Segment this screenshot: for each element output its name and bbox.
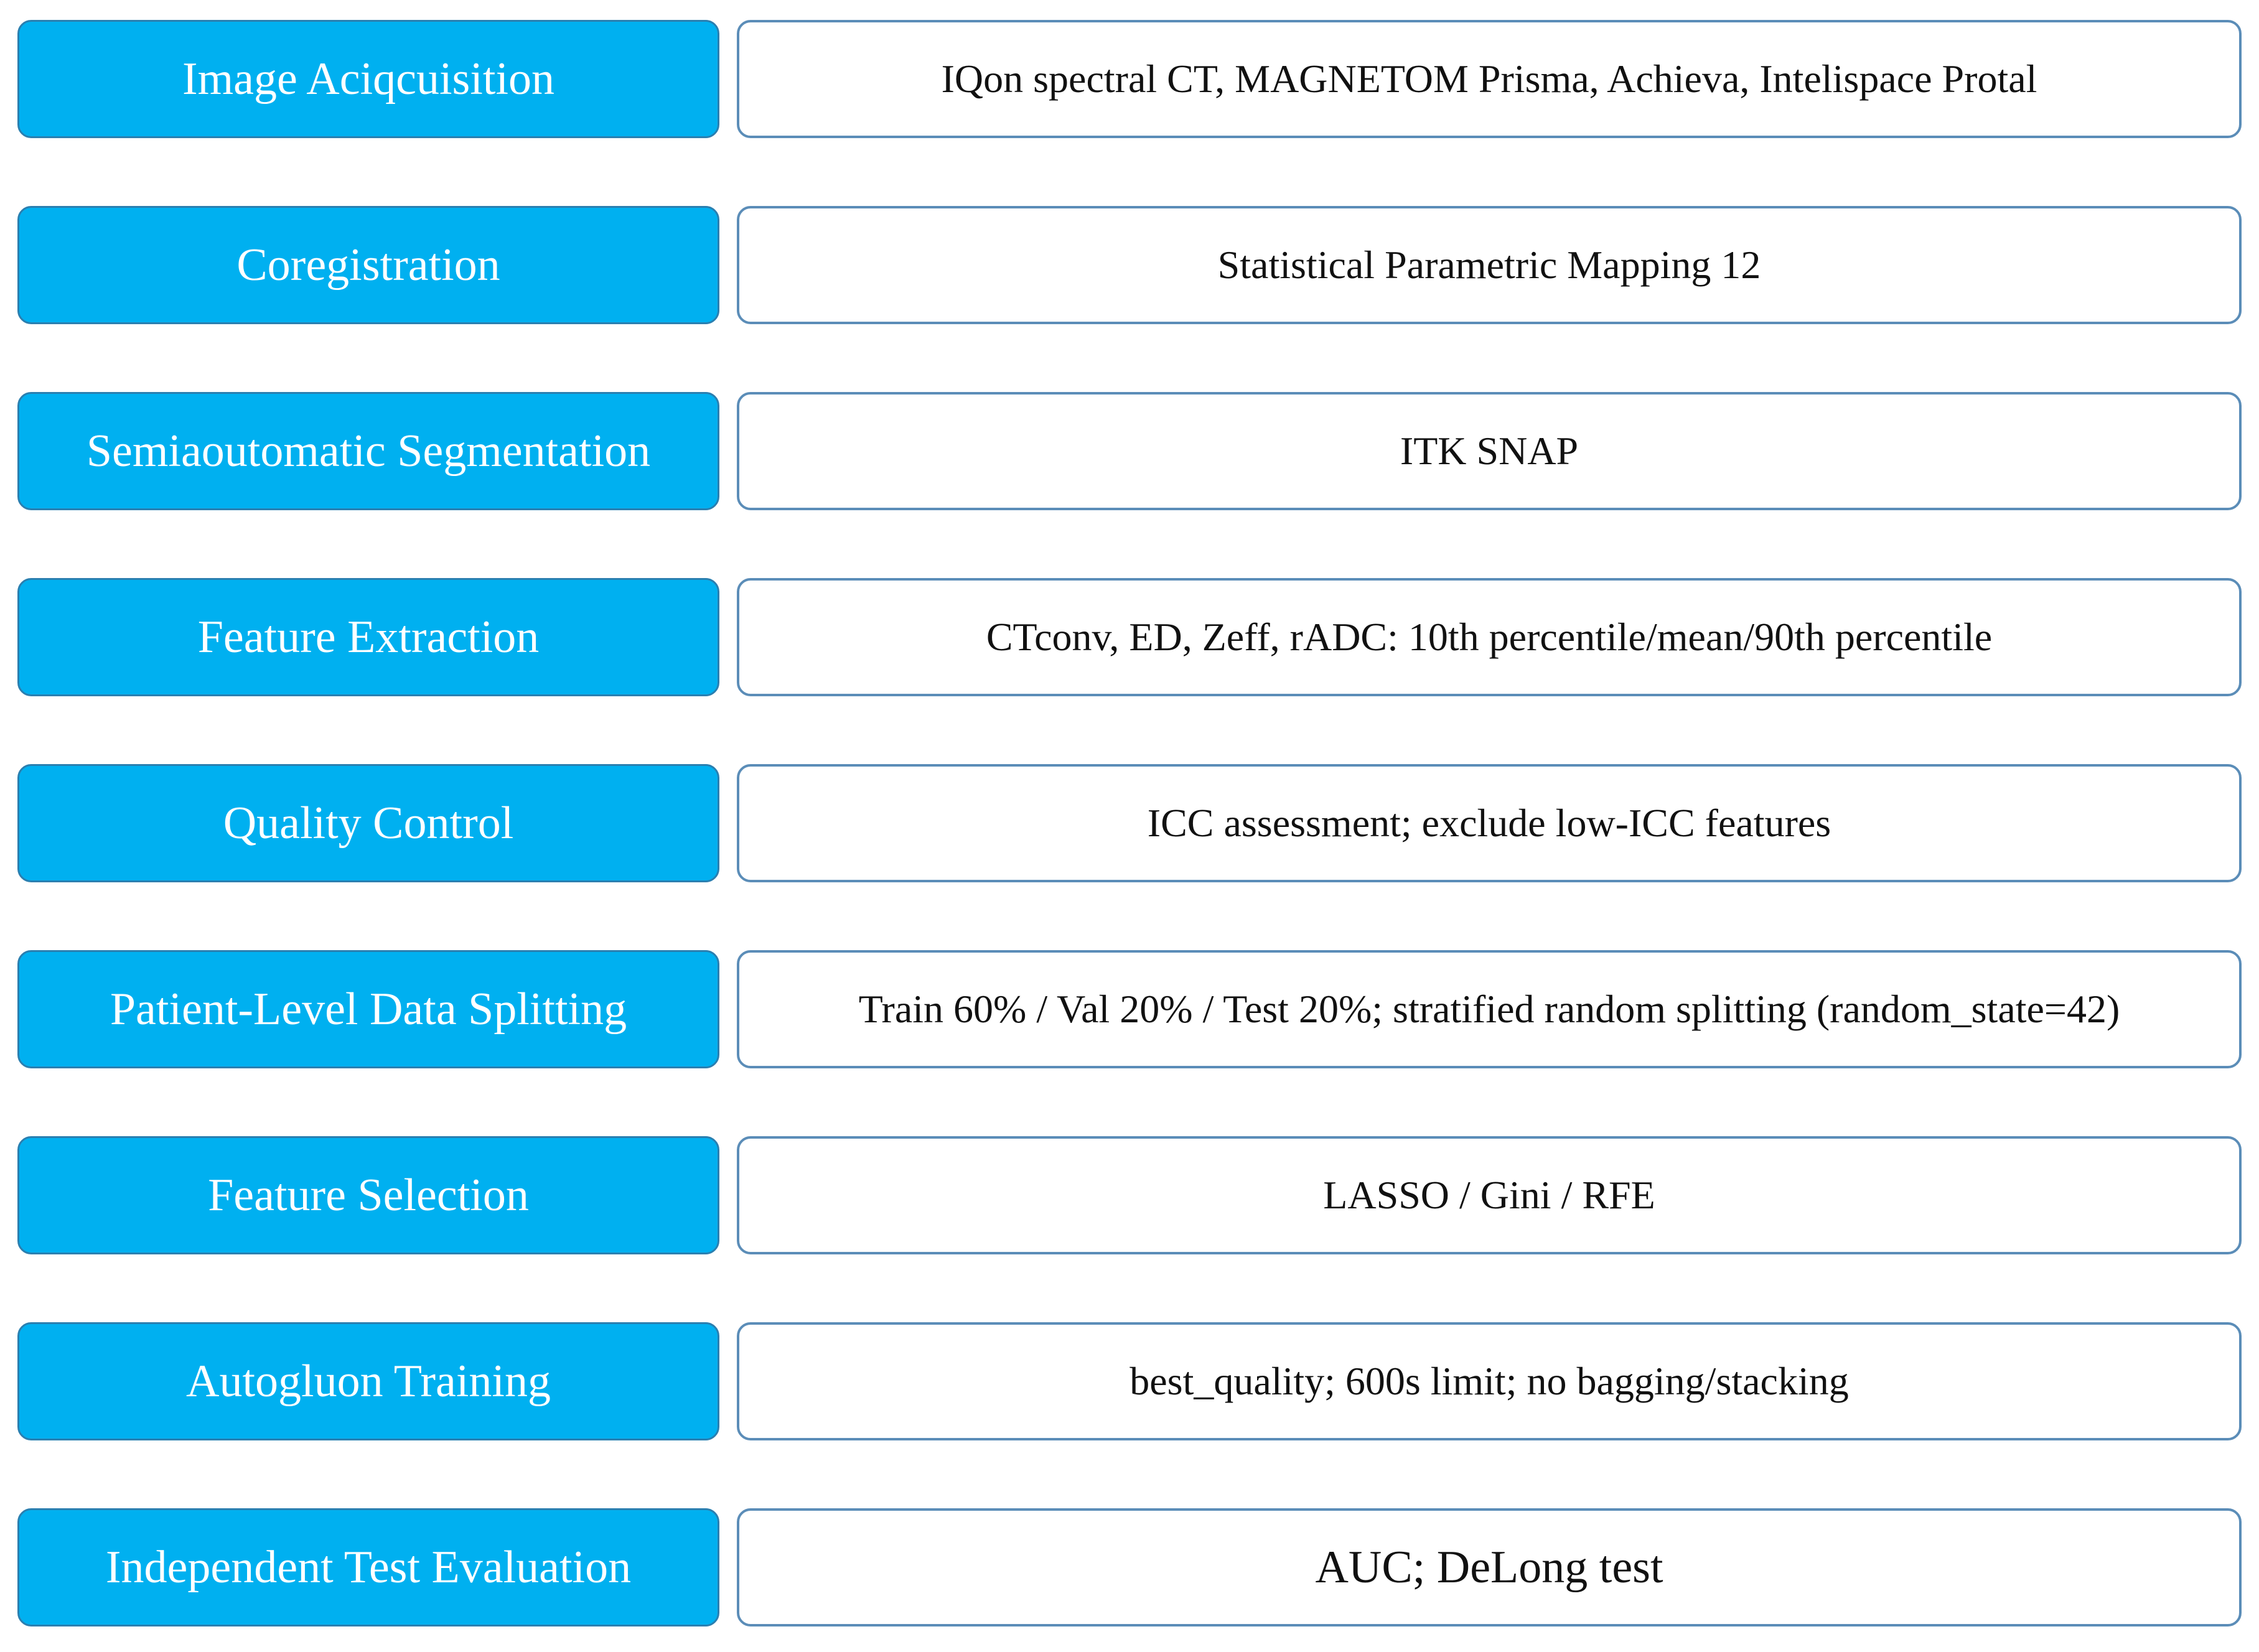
row-segmentation: Semiaoutomatic Segmentation ITK SNAP [17, 392, 2242, 510]
step-label: Independent Test Evaluation [17, 1508, 719, 1626]
step-label: Autogluon Training [17, 1322, 719, 1440]
step-detail: IQon spectral CT, MAGNETOM Prisma, Achie… [737, 20, 2242, 138]
step-detail: Train 60% / Val 20% / Test 20%; stratifi… [737, 950, 2242, 1068]
step-label: Quality Control [17, 764, 719, 882]
step-label: Patient-Level Data Splitting [17, 950, 719, 1068]
step-label: Feature Extraction [17, 578, 719, 696]
step-detail: ITK SNAP [737, 392, 2242, 510]
step-label: Semiaoutomatic Segmentation [17, 392, 719, 510]
step-detail: best_quality; 600s limit; no bagging/sta… [737, 1322, 2242, 1440]
row-quality-control: Quality Control ICC assessment; exclude … [17, 764, 2242, 882]
step-detail: ICC assessment; exclude low-ICC features [737, 764, 2242, 882]
step-label: Coregistration [17, 206, 719, 324]
step-detail: AUC; DeLong test [737, 1508, 2242, 1626]
step-detail: LASSO / Gini / RFE [737, 1136, 2242, 1254]
row-image-acquisition: Image Aciqcuisition IQon spectral CT, MA… [17, 20, 2242, 138]
row-autogluon-training: Autogluon Training best_quality; 600s li… [17, 1322, 2242, 1440]
step-label: Image Aciqcuisition [17, 20, 719, 138]
row-feature-extraction: Feature Extraction CTconv, ED, Zeff, rAD… [17, 578, 2242, 696]
row-data-splitting: Patient-Level Data Splitting Train 60% /… [17, 950, 2242, 1068]
row-feature-selection: Feature Selection LASSO / Gini / RFE [17, 1136, 2242, 1254]
row-coregistration: Coregistration Statistical Parametric Ma… [17, 206, 2242, 324]
row-test-evaluation: Independent Test Evaluation AUC; DeLong … [17, 1508, 2242, 1626]
step-label: Feature Selection [17, 1136, 719, 1254]
step-detail: Statistical Parametric Mapping 12 [737, 206, 2242, 324]
step-detail: CTconv, ED, Zeff, rADC: 10th percentile/… [737, 578, 2242, 696]
